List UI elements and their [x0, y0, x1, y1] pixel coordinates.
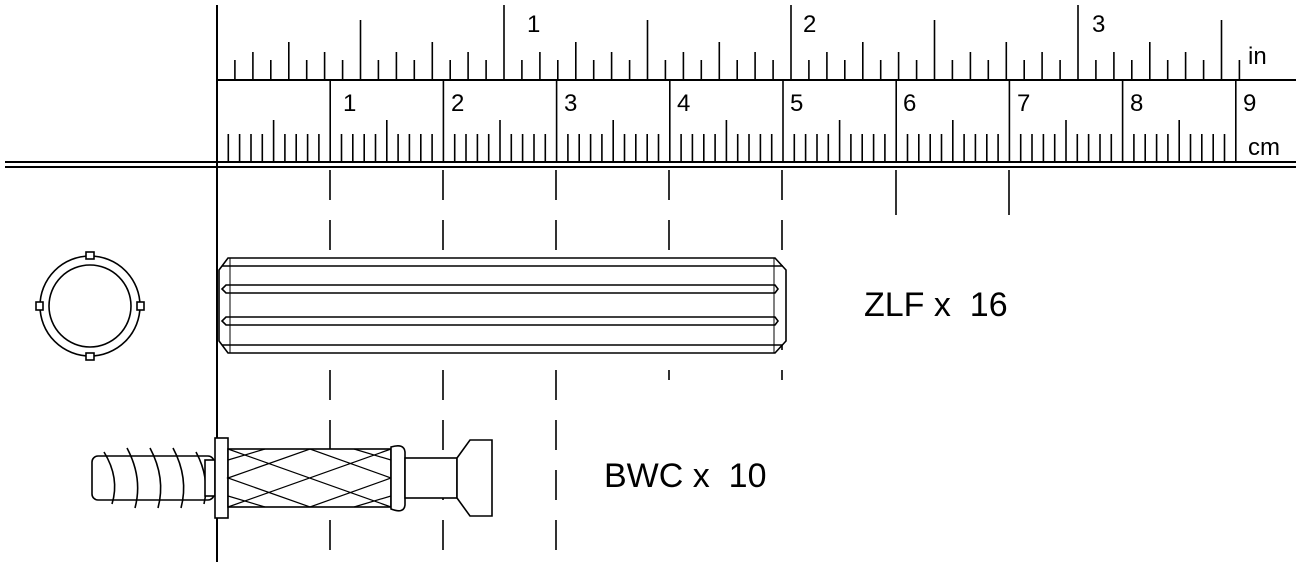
cm-label-3: 3	[564, 90, 577, 117]
inch-label-3: 3	[1092, 11, 1105, 38]
inch-label-2: 2	[803, 11, 816, 38]
inch-label-1: 1	[527, 11, 540, 38]
bwc-quantity-label: BWC x 10	[604, 457, 766, 495]
ruler-labels: 1 2 3 in 1 2 3 4 5 6 7 8 9 cm	[343, 11, 1280, 161]
cm-label-2: 2	[451, 90, 464, 117]
cm-unit: cm	[1248, 134, 1280, 161]
cm-label-6: 6	[903, 90, 916, 117]
cm-ticks	[227, 80, 1237, 162]
cm-label-9: 9	[1243, 90, 1256, 117]
ruler	[5, 5, 1296, 562]
zlf-dowel-end-view	[35, 251, 145, 361]
inch-unit: in	[1248, 43, 1267, 70]
bwc-connector-bolt	[91, 437, 493, 519]
inch-ticks	[234, 5, 1241, 80]
cm-label-4: 4	[677, 90, 690, 117]
cm-label-1: 1	[343, 90, 356, 117]
cm-label-5: 5	[790, 90, 803, 117]
zlf-quantity-label: ZLF x 16	[864, 286, 1008, 324]
zlf-wooden-dowel	[218, 257, 787, 354]
cm-label-8: 8	[1130, 90, 1143, 117]
guide-lines	[329, 170, 1010, 560]
cm-label-7: 7	[1017, 90, 1030, 117]
